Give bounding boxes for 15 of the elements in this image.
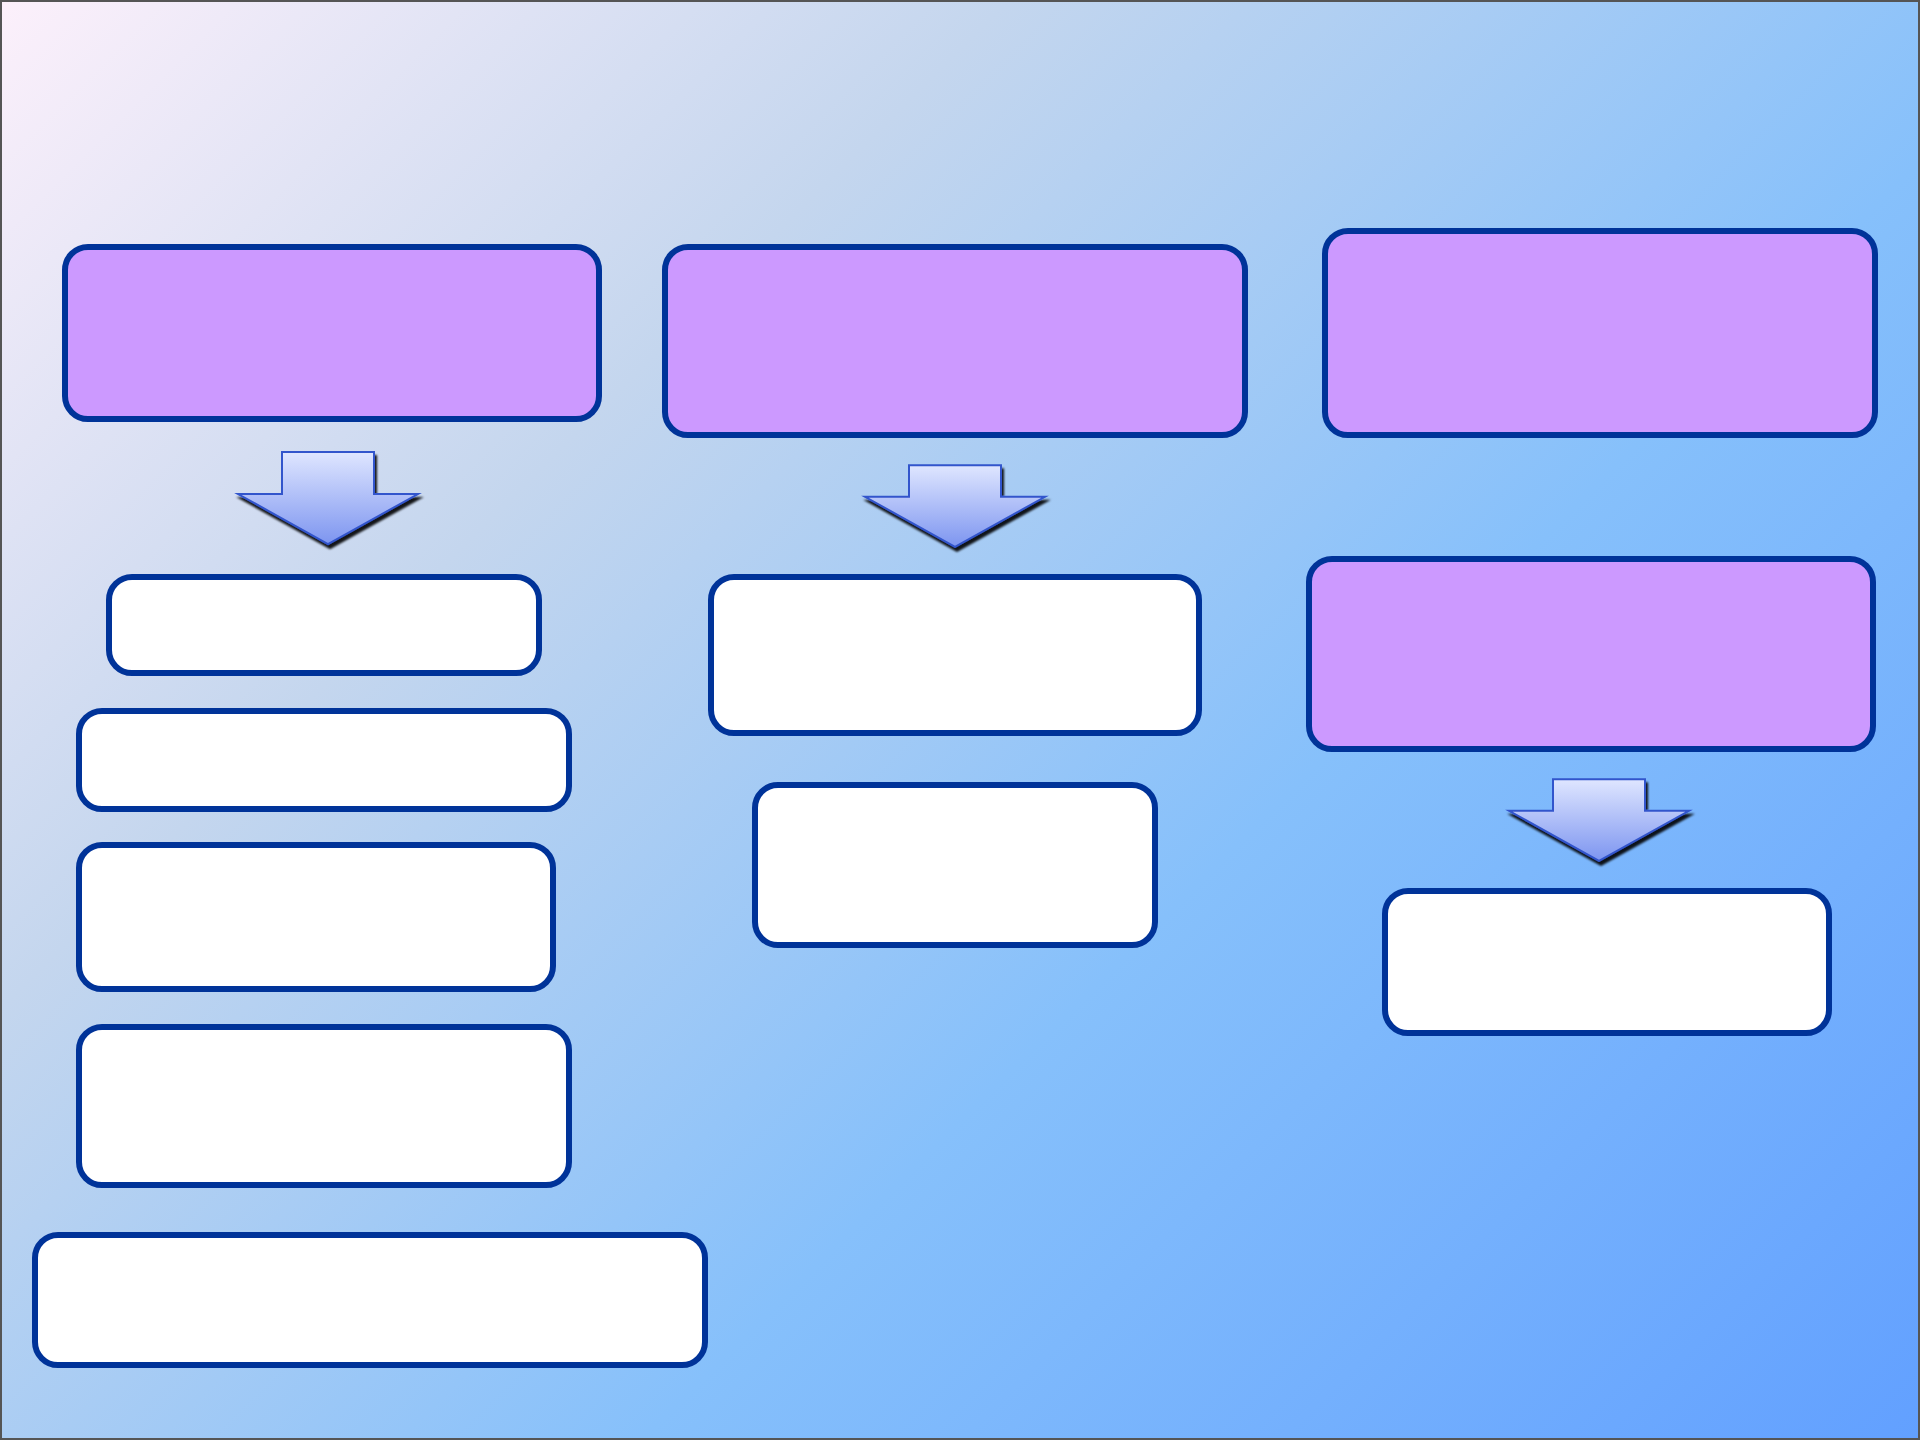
rounded-box	[752, 782, 1158, 948]
block-arrow	[234, 451, 422, 546]
rounded-box	[76, 708, 572, 812]
rounded-box	[76, 842, 556, 992]
block-arrow	[1505, 778, 1693, 862]
rounded-box	[662, 244, 1248, 438]
rounded-box	[1322, 228, 1878, 438]
rounded-box	[1382, 888, 1832, 1036]
rounded-box	[62, 244, 602, 422]
rounded-box	[1306, 556, 1876, 752]
rounded-box	[708, 574, 1202, 736]
rounded-box	[106, 574, 542, 676]
rounded-box	[76, 1024, 572, 1188]
rounded-box	[32, 1232, 708, 1368]
block-arrow	[861, 464, 1049, 548]
